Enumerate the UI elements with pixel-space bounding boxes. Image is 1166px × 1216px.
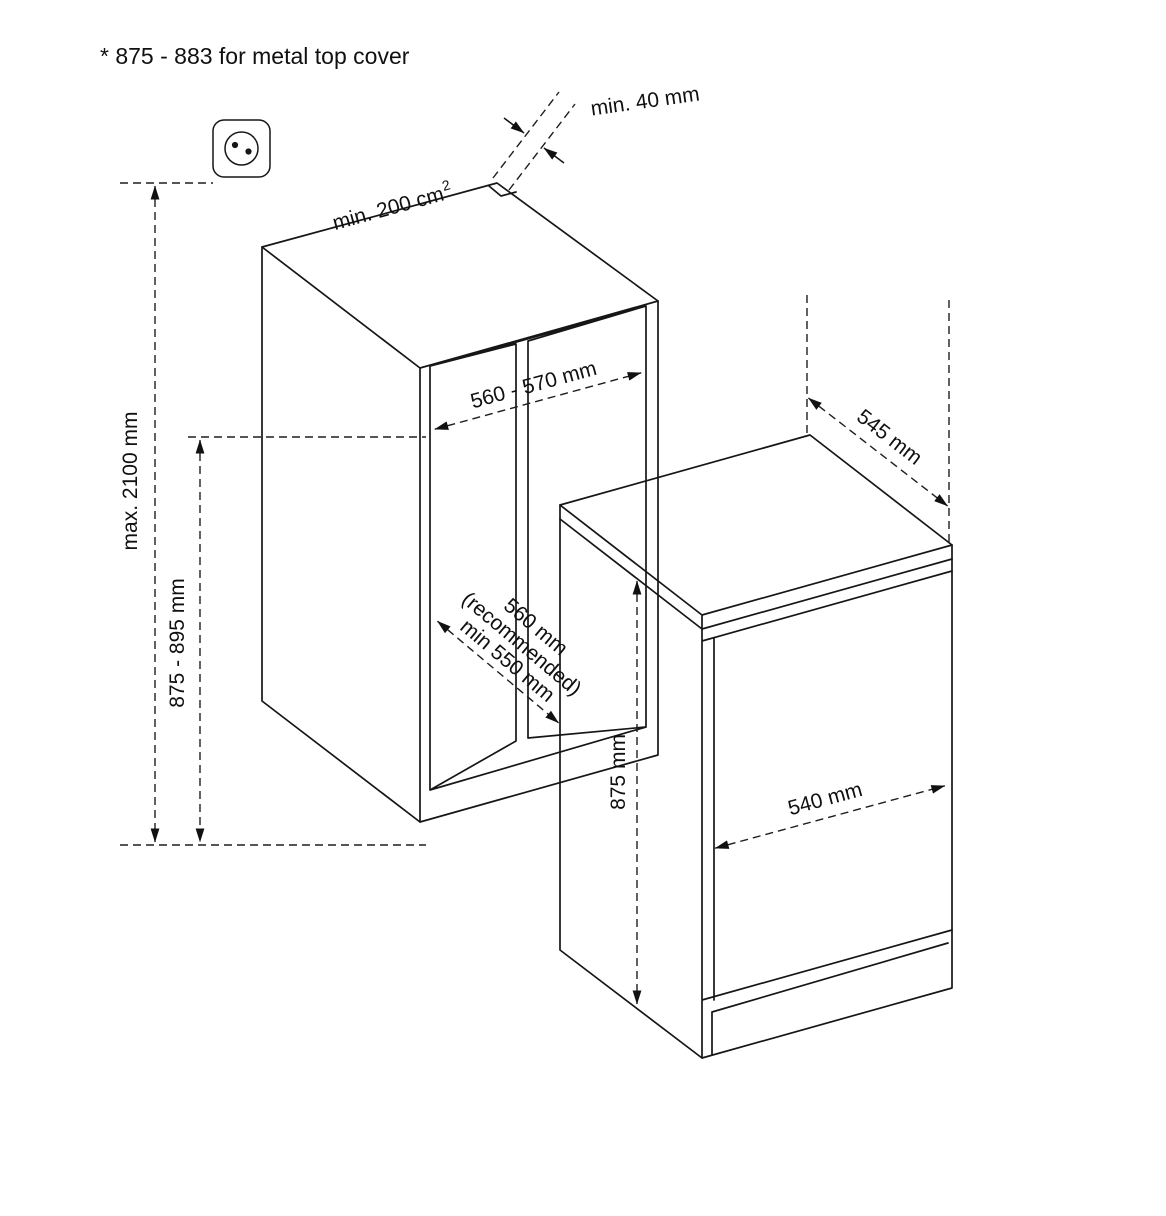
note-metal-top-cover: * 875 - 883 for metal top cover [100, 43, 410, 69]
niche-depth-dimension: min 550 mm (recommended) 560 mm [437, 588, 586, 724]
vent-area-label: min. 200 cm [330, 183, 446, 235]
niche-outline [261, 182, 659, 823]
rear-gap-extension-lines [492, 91, 576, 191]
power-socket-icon [212, 119, 271, 178]
vent-area-superscript: 2 [440, 176, 452, 194]
appliance-depth-dimension: 545 mm [806, 295, 950, 545]
max-height-label: max. 2100 mm [119, 412, 142, 551]
appliance-depth-arrow [808, 397, 948, 507]
appliance-height-dimension: 875 mm [607, 580, 642, 1005]
appliance-height-label: 875 mm [607, 734, 630, 810]
niche-height-label: 875 - 895 mm [166, 578, 189, 708]
appliance-depth-label: 545 mm [852, 405, 926, 470]
socket-pin-hole-right [245, 148, 252, 155]
socket-pin-hole-left [231, 141, 239, 149]
max-height-dimension: max. 2100 mm [119, 182, 426, 846]
niche-drawing [261, 182, 659, 823]
appliance-width-arrow [714, 785, 946, 849]
rear-gap-label: min. 40 mm [589, 83, 701, 121]
rear-gap-arrow-upper [503, 117, 525, 134]
vent-area-annotation: min. 200 cm 2 [330, 176, 452, 235]
rear-gap-arrow-lower [543, 147, 565, 164]
rear-gap-dimension: min. 40 mm [492, 83, 701, 191]
appliance-edges [559, 504, 953, 1059]
appliance-depth-extensions [806, 295, 950, 545]
socket-round [224, 131, 259, 166]
socket-frame [212, 119, 271, 178]
appliance-width-dimension: 540 mm [714, 778, 946, 849]
niche-width-arrow [434, 372, 642, 430]
niche-vent-notch [488, 185, 517, 197]
appliance-width-label: 540 mm [786, 778, 865, 820]
niche-depth-arrow [437, 620, 559, 724]
niche-interior-edges [429, 305, 647, 791]
niche-height-dimension: 875 - 895 mm [166, 436, 426, 843]
niche-width-label: 560 - 570 mm [468, 357, 599, 413]
niche-top-front-edges [261, 246, 659, 823]
